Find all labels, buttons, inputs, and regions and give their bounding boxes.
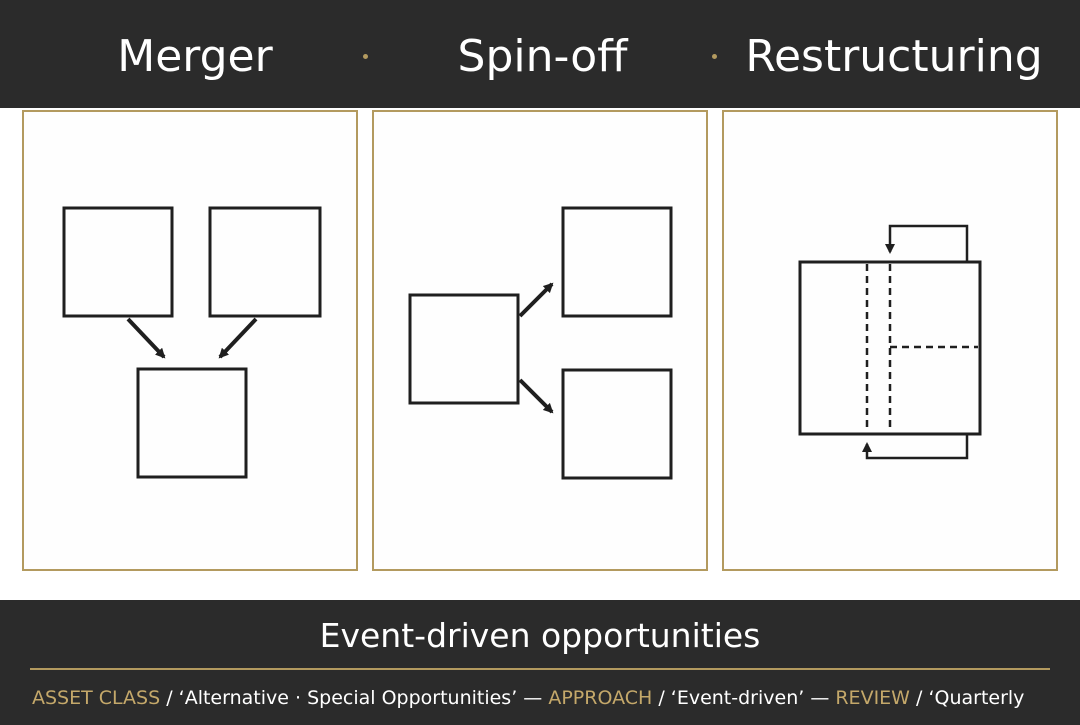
review-value: / ‘Quarterly (909, 687, 1025, 709)
footer-title: Event-driven opportunities (319, 616, 761, 655)
merger-box-left (62, 206, 174, 318)
meta-separator: — (523, 687, 549, 709)
restructuring-diagram (798, 224, 982, 460)
spin-off-panel (372, 110, 708, 571)
merger-box-combined (136, 367, 248, 479)
merger-title: Merger (117, 31, 273, 82)
asset-class-value: / ‘Alternative · Special Opportunities’ (160, 687, 524, 709)
meta-separator: — (810, 687, 836, 709)
header-band (0, 0, 1080, 108)
asset-class-key: ASSET CLASS (32, 687, 161, 709)
restructuring-arrow-bottom (862, 434, 969, 460)
restructuring-arrow-top (885, 224, 969, 262)
restructuring-title: Restructuring (745, 31, 1043, 82)
meta-line: ASSET CLASS / ‘Alternative · Special Opp… (32, 684, 1072, 712)
spin-off-diagram (408, 206, 673, 480)
spin-off-box-top (561, 206, 673, 318)
merger-box-right (208, 206, 322, 318)
spin-off-box-parent (408, 293, 520, 405)
merger-diagram (62, 206, 322, 479)
merger-panel (22, 110, 358, 571)
footer-divider (30, 668, 1050, 670)
spin-off-title: Spin-off (457, 31, 628, 82)
separator-dot (363, 54, 368, 59)
spin-off-arrow-bottom (518, 378, 554, 414)
spin-off-arrow-top (518, 282, 554, 318)
footer-band (0, 600, 1080, 725)
approach-value: / ‘Event-driven’ (652, 687, 811, 709)
approach-key: APPROACH (548, 687, 653, 709)
spin-off-box-bottom (561, 368, 673, 480)
restructuring-box (798, 260, 982, 436)
merger-arrow-left (126, 317, 166, 359)
review-key: REVIEW (835, 687, 910, 709)
separator-dot (712, 54, 717, 59)
merger-arrow-right (218, 317, 258, 359)
restructuring-panel (722, 110, 1058, 571)
